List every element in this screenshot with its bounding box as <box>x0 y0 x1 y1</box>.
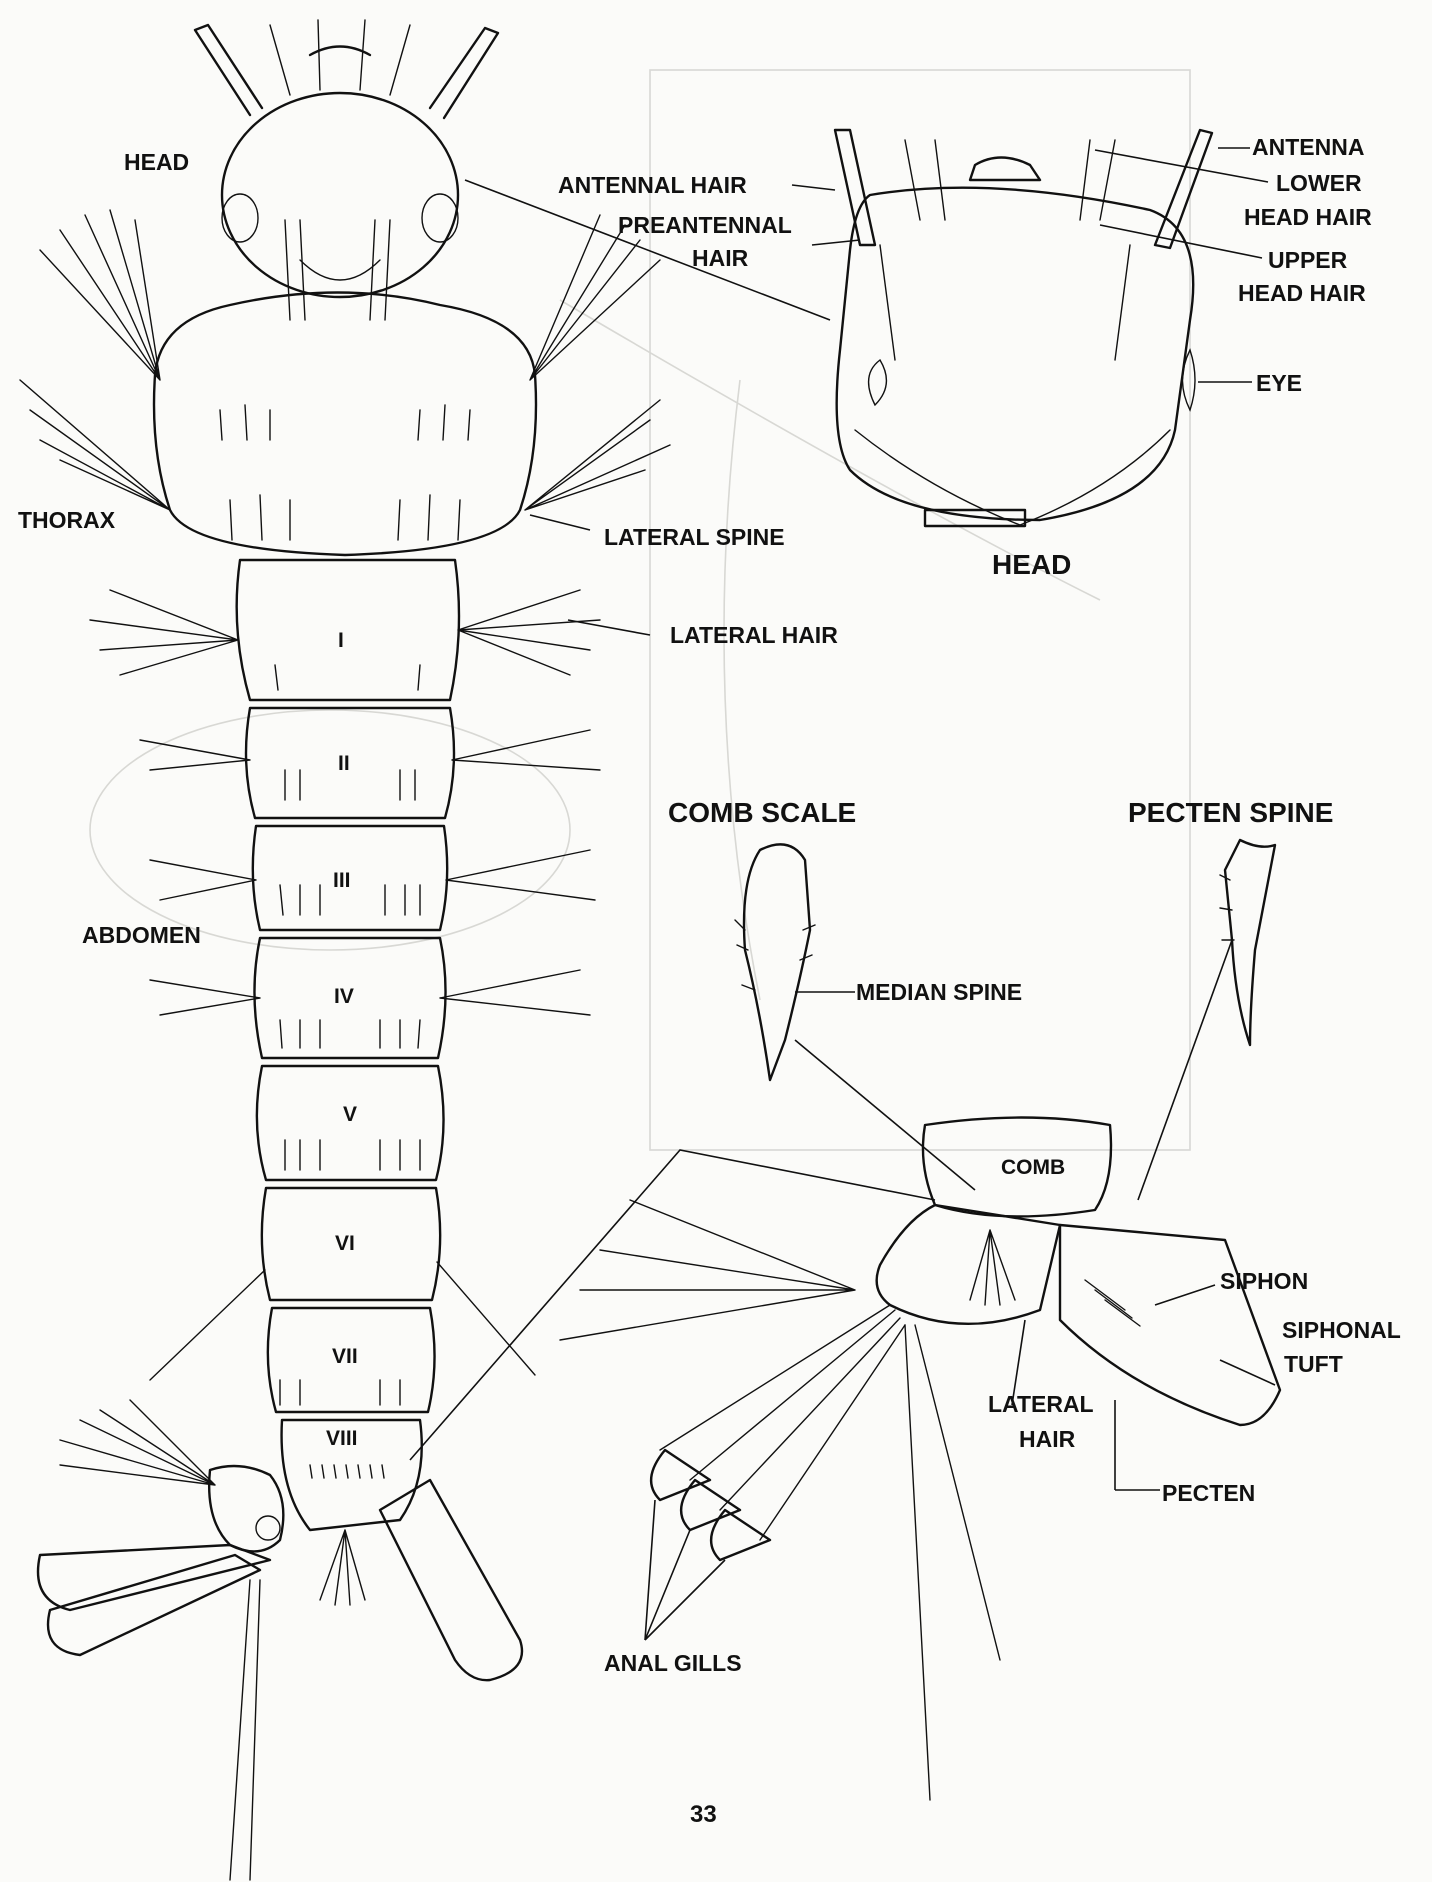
label-comb: COMB <box>1001 1156 1065 1179</box>
larva-abdomen <box>90 560 600 1530</box>
segment-label-iv: IV <box>334 985 354 1008</box>
label-siphonal-tuft-2: TUFT <box>1284 1351 1343 1377</box>
label-eye: EYE <box>1256 370 1302 396</box>
comb-scale-title: COMB SCALE <box>668 797 856 828</box>
label-upper-head-hair-1: UPPER <box>1268 247 1348 273</box>
segment-label-iii: III <box>333 869 351 892</box>
segment-label-v: V <box>343 1103 357 1126</box>
page-number: 33 <box>690 1801 717 1828</box>
label-thorax: THORAX <box>18 507 116 533</box>
label-median-spine: MEDIAN SPINE <box>856 979 1022 1005</box>
head-detail-figure <box>835 130 1212 526</box>
larva-thorax <box>20 210 670 555</box>
larva-head <box>195 20 498 320</box>
pecten-spine-title: PECTEN SPINE <box>1128 797 1333 828</box>
label-abdomen: ABDOMEN <box>82 922 201 948</box>
label-lateral-hair-detail-1: LATERAL <box>988 1391 1094 1417</box>
pecten-spine-figure <box>1220 840 1275 1045</box>
segment-label-viii: VIII <box>326 1427 358 1450</box>
label-antenna: ANTENNA <box>1252 134 1364 160</box>
segment-label-vi: VI <box>335 1232 355 1255</box>
larva-terminal-segment <box>38 1400 522 1880</box>
label-pecten: PECTEN <box>1162 1480 1255 1506</box>
label-lateral-spine: LATERAL SPINE <box>604 524 785 550</box>
label-siphon: SIPHON <box>1220 1268 1308 1294</box>
label-preantennal-hair-1: PREANTENNAL <box>618 212 792 238</box>
segment-label-vii: VII <box>332 1345 358 1368</box>
label-anal-gills: ANAL GILLS <box>604 1650 742 1676</box>
segment-label-i: I <box>338 629 344 652</box>
terminal-detail-figure <box>560 1118 1280 1801</box>
label-lateral-hair: LATERAL HAIR <box>670 622 838 648</box>
comb-scale-figure <box>735 844 815 1080</box>
label-head: HEAD <box>124 149 189 175</box>
label-upper-head-hair-2: HEAD HAIR <box>1238 280 1366 306</box>
label-preantennal-hair-2: HAIR <box>692 245 749 271</box>
label-lower-head-hair-2: HEAD HAIR <box>1244 204 1372 230</box>
label-antennal-hair: ANTENNAL HAIR <box>558 172 747 198</box>
label-lateral-hair-detail-2: HAIR <box>1019 1426 1076 1452</box>
labels: HEAD THORAX LATERAL SPINE LATERAL HAIR A… <box>18 134 1401 1828</box>
segment-label-ii: II <box>338 752 350 775</box>
label-siphonal-tuft-1: SIPHONAL <box>1282 1317 1401 1343</box>
label-lower-head-hair-1: LOWER <box>1276 170 1362 196</box>
head-detail-title: HEAD <box>992 549 1071 580</box>
